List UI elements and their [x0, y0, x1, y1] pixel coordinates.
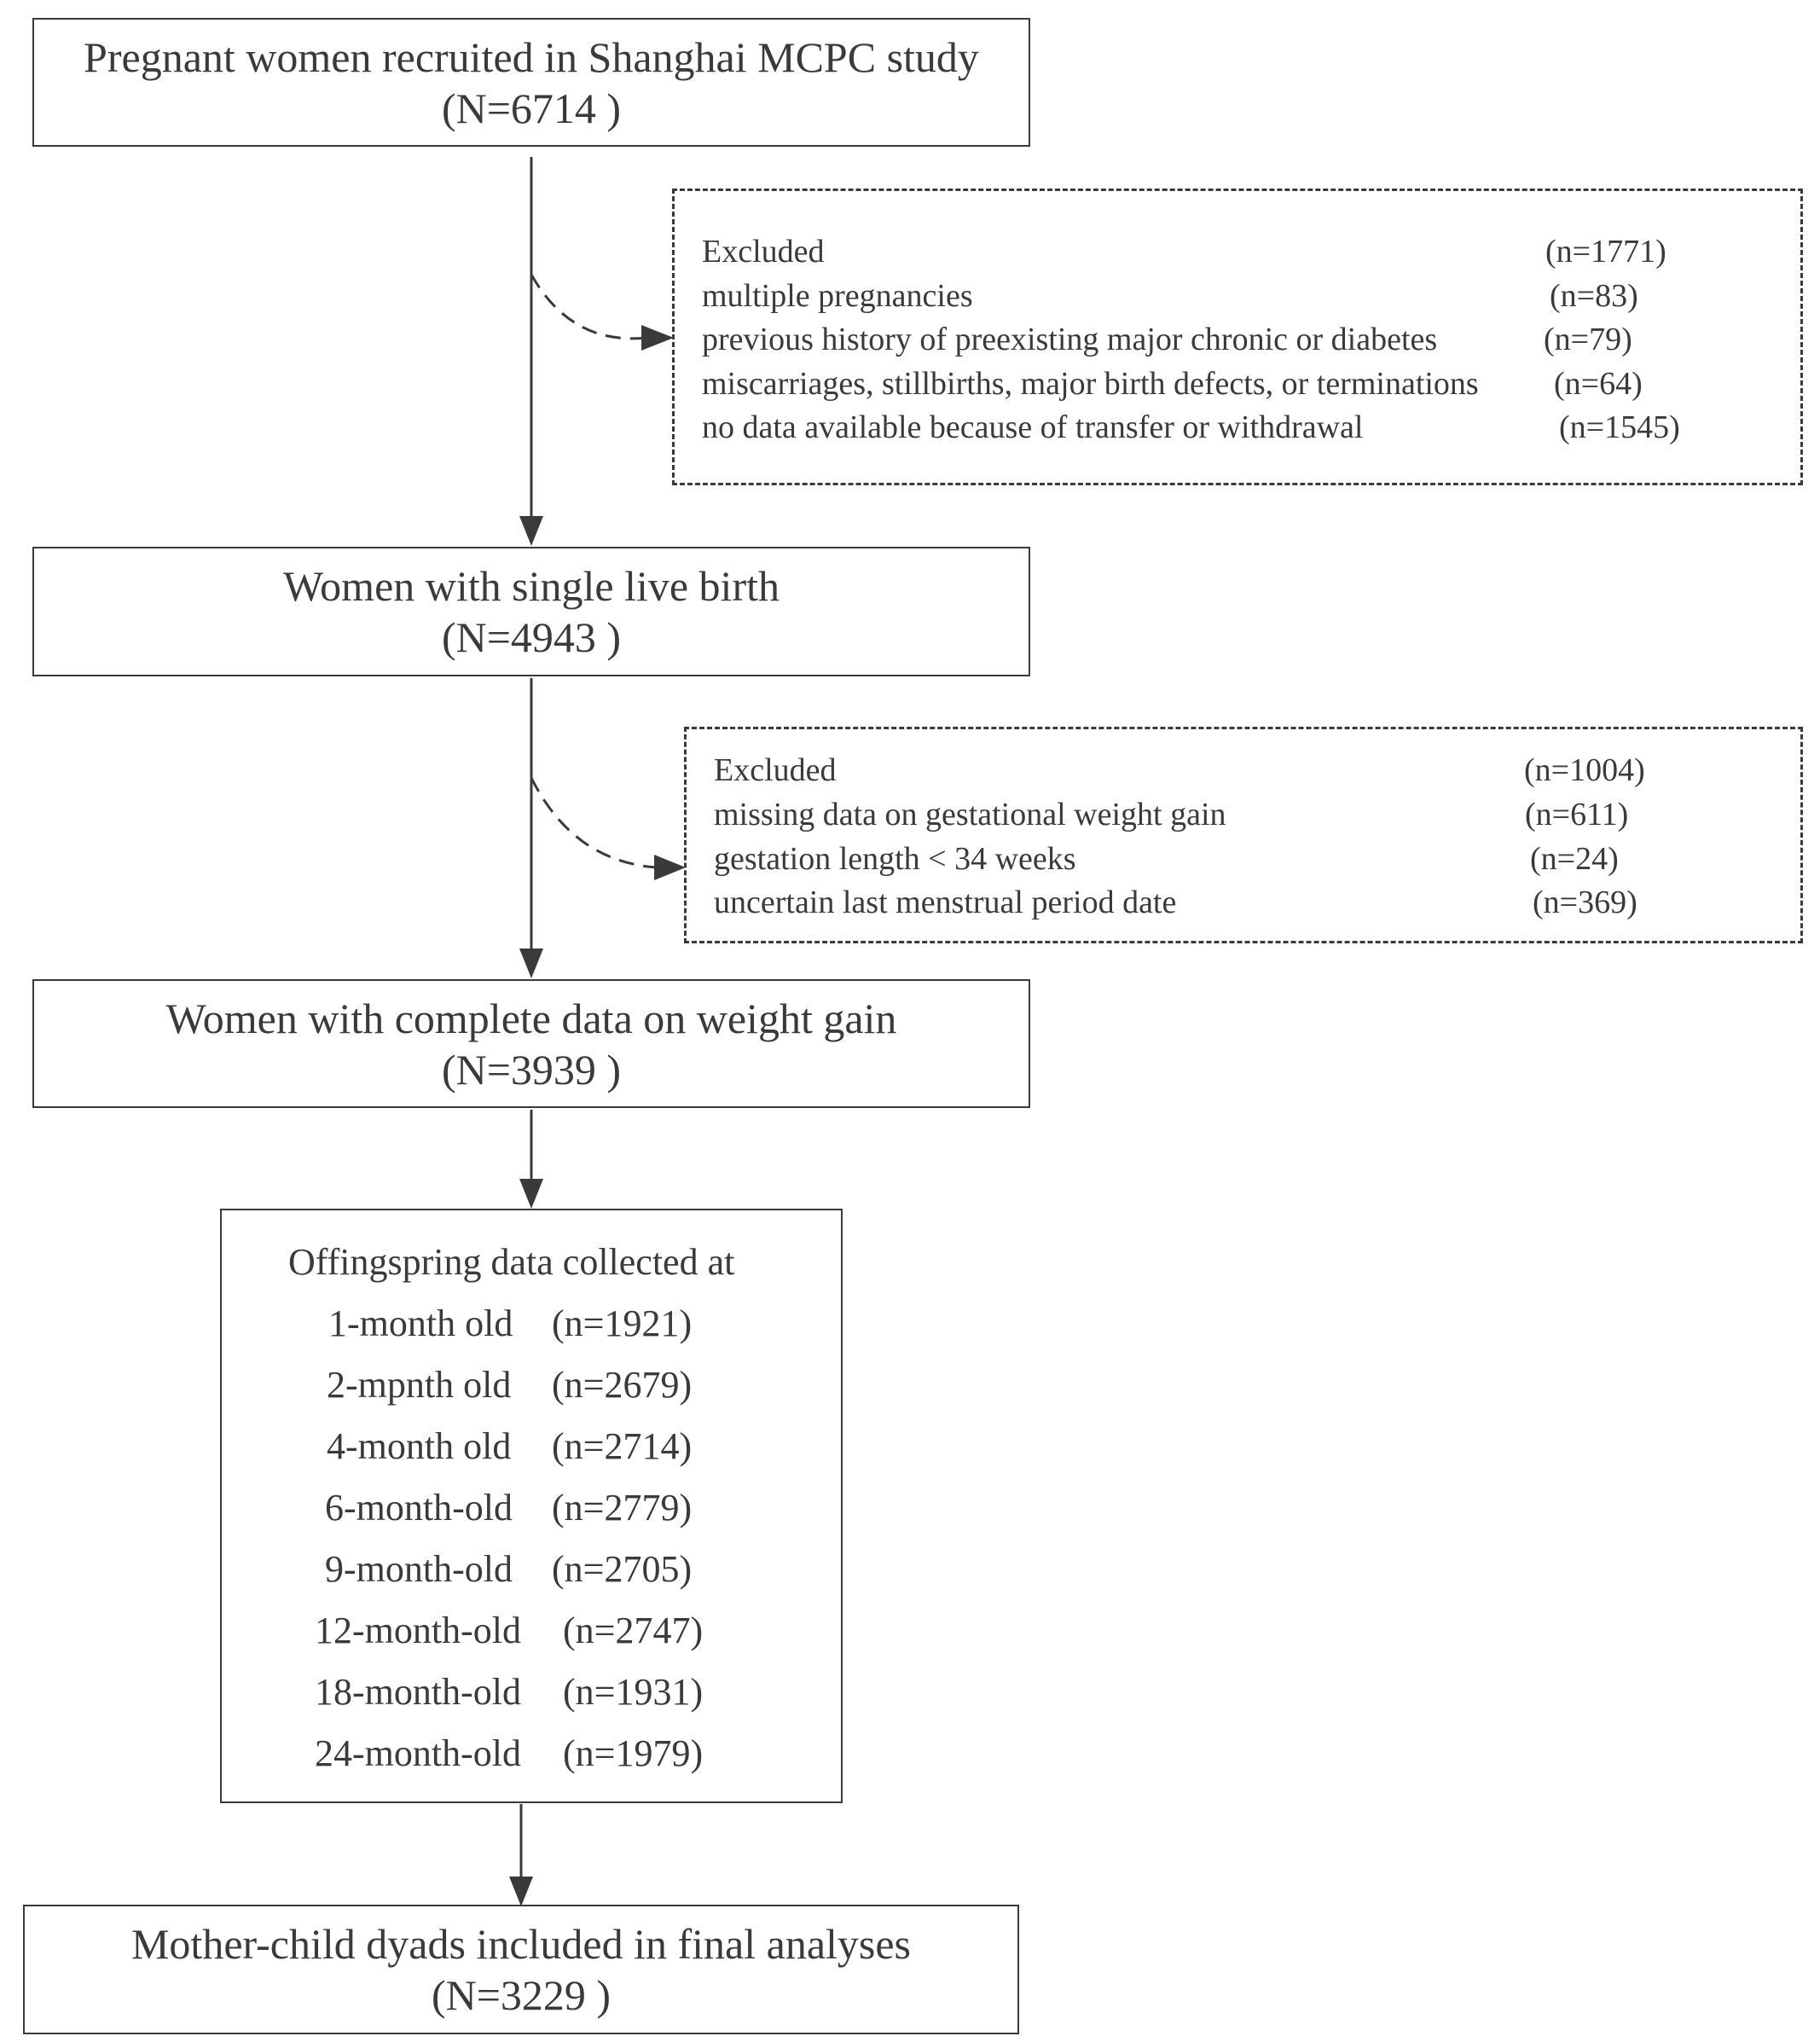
final-analyses-title: Mother-child dyads included in final ana… — [130, 1920, 912, 1968]
offspring-age-3: 6-month-old — [325, 1487, 513, 1529]
exclusion2-label-3: uncertain last menstrual period date — [714, 885, 1177, 920]
exclusion1-label-3: miscarriages, stillbirths, major birth d… — [702, 366, 1479, 402]
exclusion1-n-2: (n=79) — [1544, 322, 1632, 357]
dashed-arrow-exclusion1 — [530, 274, 674, 351]
recruited-count: (N=6714 ) — [441, 84, 622, 132]
offspring-age-7: 24-month-old — [315, 1732, 521, 1774]
offspring-age-1: 2-mpnth old — [327, 1364, 512, 1406]
single-live-birth-box: Women with single live birth (N=4943 ) — [32, 547, 1030, 676]
offspring-age-2: 4-month old — [327, 1425, 512, 1467]
offspring-age-6: 18-month-old — [315, 1671, 521, 1713]
final-analyses-box: Mother-child dyads included in final ana… — [23, 1905, 1019, 2034]
offspring-age-5: 12-month-old — [315, 1610, 521, 1651]
offspring-n-5: (n=2747) — [563, 1610, 704, 1651]
arrow-box3-to-box4 — [519, 1110, 543, 1209]
offspring-data-title: Offingspring data collected at — [288, 1241, 735, 1283]
offspring-n-3: (n=2779) — [552, 1487, 693, 1529]
arrow-box1-to-box2 — [519, 157, 543, 546]
exclusion1-n-1: (n=83) — [1550, 278, 1638, 314]
exclusion2-label-2: gestation length < 34 weeks — [714, 841, 1076, 877]
exclusion1-n-4: (n=1545) — [1559, 409, 1680, 445]
final-analyses-count: (N=3229 ) — [431, 1971, 611, 2019]
offspring-n-0: (n=1921) — [552, 1302, 693, 1344]
complete-weight-gain-title: Women with complete data on weight gain — [165, 994, 897, 1042]
offspring-data-box — [220, 1209, 843, 1803]
exclusion2-label-1: missing data on gestational weight gain — [714, 797, 1226, 832]
arrow-box4-to-box5 — [509, 1804, 533, 1906]
exclusion1-label-2: previous history of preexisting major ch… — [702, 322, 1438, 357]
exclusion1-n-3: (n=64) — [1554, 366, 1643, 402]
exclusion1-label-0: Excluded — [702, 234, 825, 270]
exclusion2-n-1: (n=611) — [1525, 797, 1629, 832]
offspring-age-4: 9-month-old — [325, 1548, 513, 1590]
exclusion1-n-0: (n=1771) — [1545, 234, 1666, 270]
complete-weight-gain-count: (N=3939 ) — [441, 1045, 622, 1094]
single-live-birth-count: (N=4943 ) — [441, 613, 622, 661]
single-live-birth-title: Women with single live birth — [282, 562, 780, 610]
arrow-box2-to-box3 — [519, 678, 543, 978]
offspring-n-2: (n=2714) — [552, 1425, 693, 1467]
offspring-n-1: (n=2679) — [552, 1364, 693, 1406]
exclusion-box-2 — [684, 727, 1803, 943]
exclusion1-label-1: multiple pregnancies — [702, 278, 973, 314]
exclusion2-n-3: (n=369) — [1533, 885, 1637, 920]
recruited-title: Pregnant women recruited in Shanghai MCP… — [84, 32, 979, 81]
offspring-age-0: 1-month old — [328, 1302, 513, 1344]
offspring-n-7: (n=1979) — [563, 1732, 704, 1774]
exclusion2-n-0: (n=1004) — [1524, 752, 1645, 788]
exclusion2-n-2: (n=24) — [1530, 841, 1619, 877]
offspring-n-6: (n=1931) — [563, 1671, 704, 1713]
offspring-n-4: (n=2705) — [552, 1548, 693, 1590]
recruited-box: Pregnant women recruited in Shanghai MCP… — [32, 18, 1030, 147]
exclusion1-label-4: no data available because of transfer or… — [702, 409, 1364, 445]
exclusion-box-1 — [672, 189, 1803, 485]
complete-weight-gain-box: Women with complete data on weight gain … — [32, 979, 1030, 1108]
exclusion2-label-0: Excluded — [714, 752, 837, 788]
dashed-arrow-exclusion2 — [530, 777, 686, 880]
